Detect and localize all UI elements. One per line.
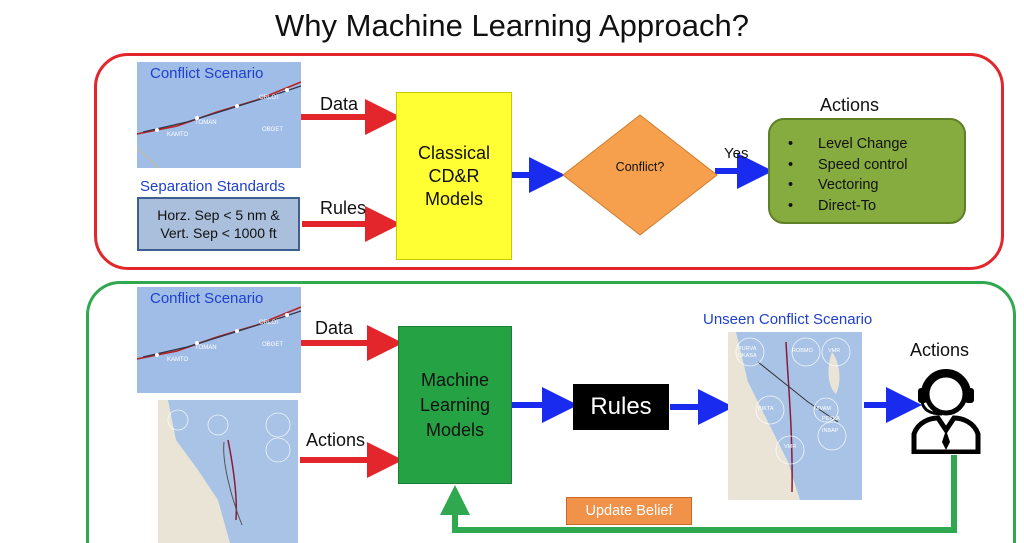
update-belief-button[interactable]: Update Belief	[566, 497, 692, 525]
classical-approach-panel	[94, 53, 1004, 270]
waypoint-label: BIKTA	[758, 406, 774, 412]
separation-standards-caption: Separation Standards	[140, 178, 286, 195]
waypoint-label: INBAP	[822, 428, 839, 434]
waypoint-label: TOMAN	[195, 120, 217, 126]
unseen-scenario-map: PURVA UKASA ROBMO VMR BIKTA NIVAM PEKLA …	[728, 332, 862, 500]
slide-title: Why Machine Learning Approach?	[275, 8, 749, 43]
waypoint-label: PURVA	[738, 346, 757, 352]
flight-track-graphic	[137, 306, 301, 360]
unseen-scenario-caption: Unseen Conflict Scenario	[703, 311, 873, 328]
ml-approach-panel	[86, 281, 1016, 543]
bottom-conflict-scenario-caption: Conflict Scenario	[150, 290, 264, 307]
waypoint-label: ORLOT	[259, 95, 280, 101]
action-item: •Speed control	[788, 156, 908, 173]
bottom-data-label: Data	[315, 318, 354, 338]
action-item: •Level Change	[788, 136, 908, 152]
conflict-decision-label: Conflict?	[615, 160, 665, 174]
waypoint-label: KAMTO	[167, 132, 189, 138]
top-data-label: Data	[320, 94, 359, 114]
coastline-graphic	[158, 400, 291, 543]
waypoint-label: NIVAM	[814, 406, 832, 412]
waypoint-label: KAMTO	[167, 357, 189, 363]
classical-line: Classical	[417, 142, 491, 163]
top-conflict-scenario-map: Conflict Scenario ORLOT OBGET TOMAN KAMT…	[137, 62, 301, 168]
conflict-diamond	[562, 114, 718, 236]
top-rules-label: Rules	[320, 198, 367, 218]
waypoint-label: ROBMO	[792, 348, 813, 354]
yes-label: Yes	[724, 145, 749, 162]
machine-learning-models-box: Machine Learning Models	[398, 326, 512, 484]
top-actions-title: Actions	[820, 95, 880, 115]
waypoint-label: PEKLA	[822, 416, 840, 422]
separation-line: Vert. Sep < 1000 ft	[160, 225, 277, 241]
bottom-conflict-scenario-map: Conflict Scenario ORLOT OBGET TOMAN KAMT…	[137, 287, 301, 393]
waypoint-label: VMR	[784, 444, 797, 450]
separation-standards-box: Horz. Sep < 5 nm & Vert. Sep < 1000 ft	[137, 197, 300, 251]
top-conflict-scenario-caption: Conflict Scenario	[150, 65, 264, 82]
learned-rules-box: Rules	[573, 384, 669, 430]
bottom-actions-label: Actions	[306, 430, 366, 450]
feedback-loop-arrow	[440, 455, 957, 533]
classical-cdr-models-box: Classical CD&R Models	[396, 92, 512, 260]
ml-line: Learning	[419, 394, 491, 415]
ml-line: Machine	[420, 369, 490, 390]
ml-line: Models	[425, 419, 485, 440]
air-traffic-controller-icon	[911, 369, 981, 454]
classical-line: CD&R	[428, 165, 480, 186]
waypoint-label: TOMAN	[195, 345, 217, 351]
classical-line: Models	[424, 188, 484, 209]
waypoint-label: OBGET	[262, 127, 284, 133]
bottom-actions-title: Actions	[910, 340, 970, 360]
resolution-actions-box: •Level Change •Speed control •Vectoring …	[768, 118, 966, 224]
flight-track-graphic	[137, 81, 301, 168]
action-item: •Vectoring	[788, 177, 879, 193]
waypoint-label: ORLOT	[259, 320, 280, 326]
waypoint-label: UKASA	[738, 353, 757, 359]
separation-line: Horz. Sep < 5 nm &	[157, 207, 280, 223]
action-item: •Direct-To	[788, 197, 877, 214]
waypoint-label: OBGET	[262, 342, 284, 348]
waypoint-label: VMR	[828, 348, 841, 354]
coastline-graphic	[728, 332, 851, 500]
trajectory-map	[158, 400, 298, 543]
